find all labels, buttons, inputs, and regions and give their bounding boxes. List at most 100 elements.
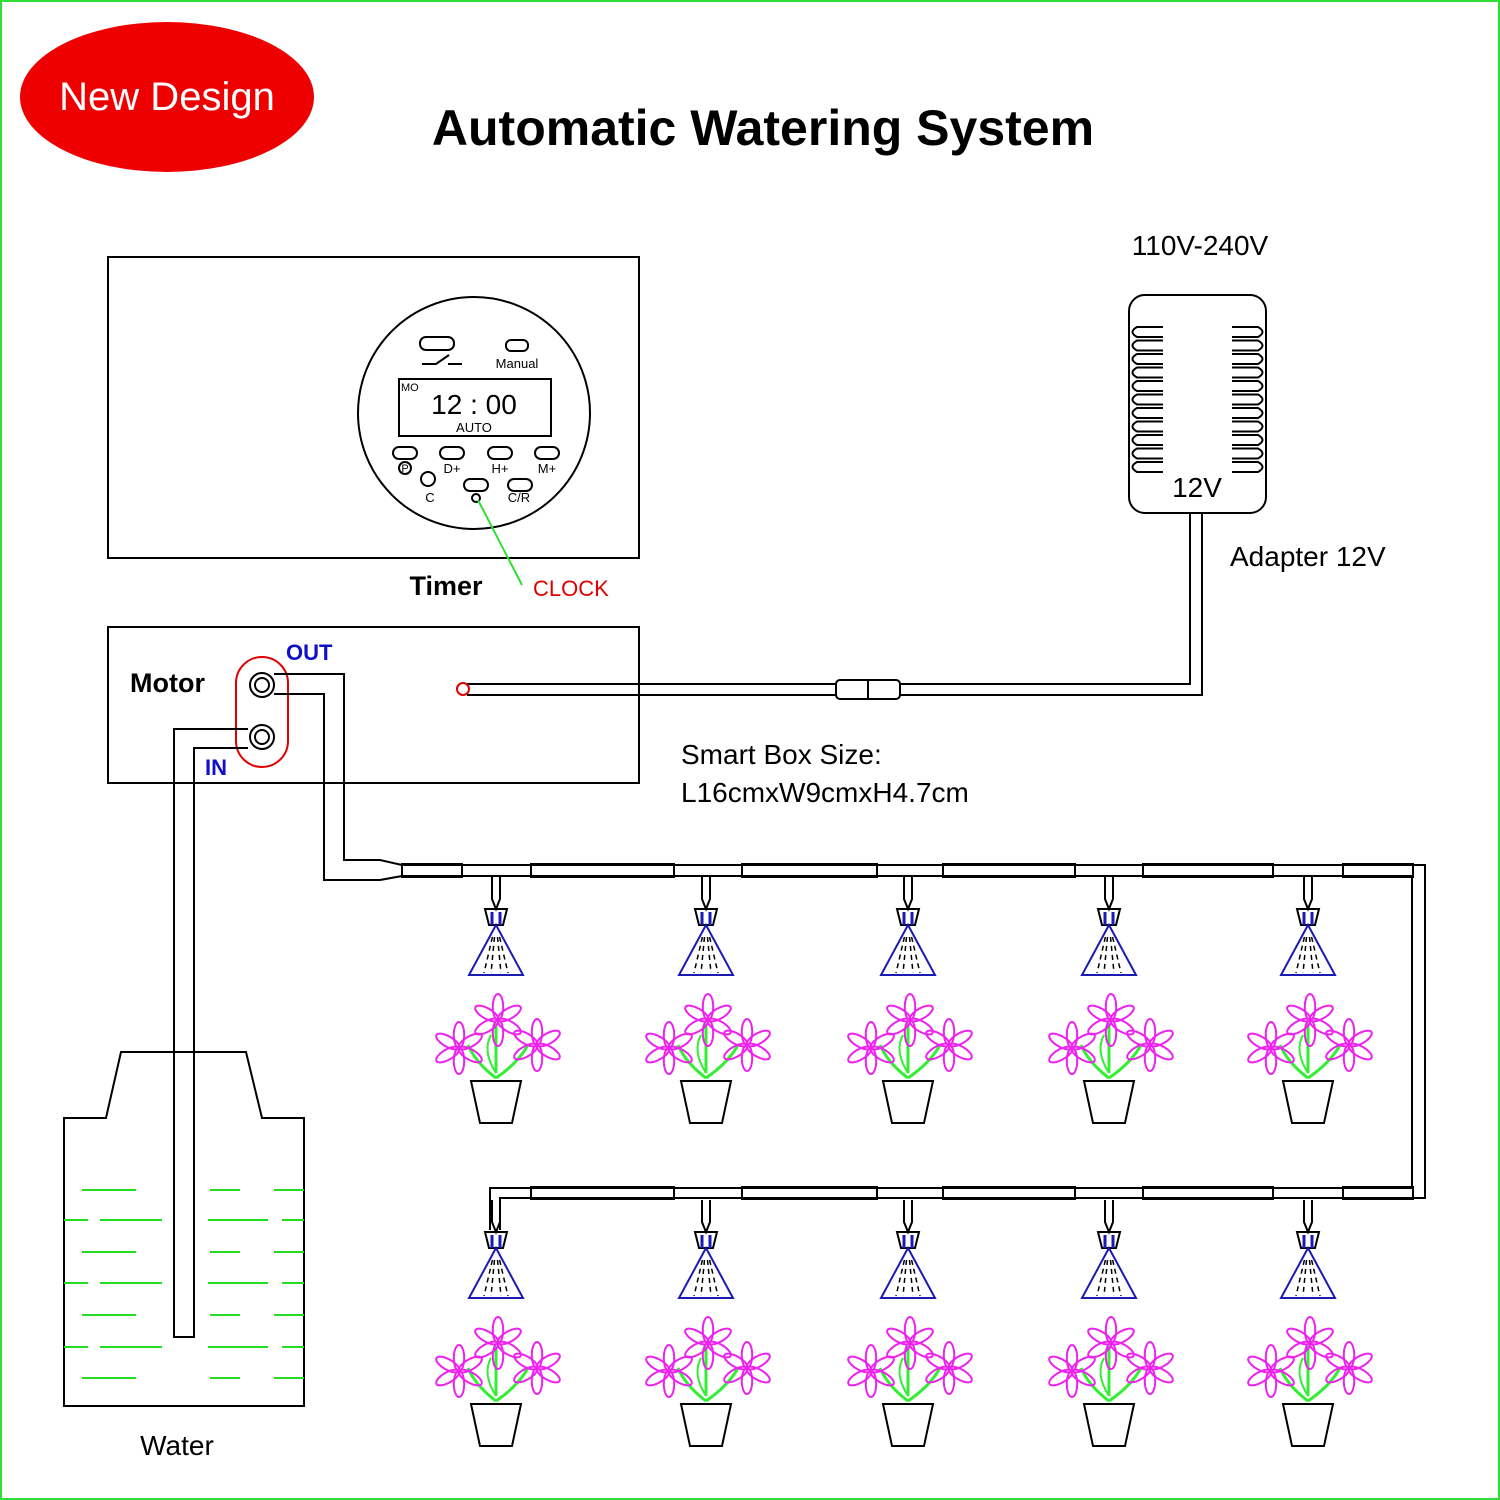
dripper-cup <box>895 908 921 926</box>
water-level-lines <box>64 1189 304 1379</box>
lcd-mode: AUTO <box>456 420 492 435</box>
adapter-fin <box>1131 380 1163 392</box>
adapter-fin <box>1232 447 1264 460</box>
tube-sleeve <box>1142 863 1274 878</box>
manual-button[interactable] <box>505 339 529 352</box>
adapter-fin <box>1232 393 1264 406</box>
spray-cone <box>467 1245 525 1299</box>
tubing <box>173 673 1426 1338</box>
plant-station <box>847 1200 973 1447</box>
minute-plus-button[interactable] <box>534 446 560 460</box>
badge-ellipse <box>20 22 314 172</box>
flower-icon <box>645 1344 693 1398</box>
tube-sleeve <box>401 863 463 878</box>
spray-cone <box>1279 922 1337 976</box>
flower-icon <box>474 993 522 1047</box>
hour-plus-button[interactable] <box>487 446 513 460</box>
box-size-line2: L16cmxW9cmxH4.7cm <box>681 777 969 808</box>
cancel-recall-label: C/R <box>508 490 530 505</box>
motor-power-cable <box>467 683 836 696</box>
flower-icon <box>513 1341 561 1395</box>
plant-station <box>1247 1200 1373 1447</box>
flower-pot <box>679 1080 733 1124</box>
spray-cone <box>879 1245 937 1299</box>
dripper-cup <box>1096 1231 1122 1249</box>
motor-unit: Motor OUT IN <box>107 626 640 784</box>
flower-icon <box>886 1316 934 1370</box>
flower-icon <box>1048 1021 1096 1075</box>
adapter-body <box>1128 294 1267 514</box>
tube-sleeve <box>942 863 1076 878</box>
flower-icon <box>1247 1021 1295 1075</box>
cancel-recall-button[interactable] <box>507 478 533 492</box>
out-port <box>249 672 275 698</box>
spray-cone <box>1279 1245 1337 1299</box>
tube-sleeve <box>530 1186 675 1200</box>
adapter-fin <box>1232 420 1264 433</box>
flower-icon <box>1286 1316 1334 1370</box>
box-size-line1: Smart Box Size: <box>681 739 882 770</box>
input-voltage-label: 110V-240V <box>1132 230 1269 261</box>
flower-icon <box>513 1018 561 1072</box>
motor-box <box>107 626 640 784</box>
page-title: Automatic Watering System <box>432 100 1094 156</box>
output-voltage-label: 12V <box>1172 472 1222 503</box>
drip-stake <box>701 1200 711 1235</box>
flower-pot <box>1082 1080 1136 1124</box>
manual-label: Manual <box>496 356 539 371</box>
flower-icon <box>435 1344 483 1398</box>
plant-station <box>1048 877 1174 1124</box>
flower-icon <box>925 1018 973 1072</box>
timer-dial <box>357 296 591 530</box>
adapter-fin <box>1131 339 1163 352</box>
flower-icon <box>435 1021 483 1075</box>
tube-sleeve <box>741 863 878 878</box>
flower-icon <box>925 1341 973 1395</box>
adapter-fin <box>1131 366 1163 379</box>
flower-icon <box>684 993 732 1047</box>
spray-cone <box>677 922 735 976</box>
plant-station <box>645 1200 771 1447</box>
switch-button[interactable] <box>419 336 455 351</box>
spray-cone <box>1080 922 1138 976</box>
flower-pot <box>1281 1080 1335 1124</box>
dripper-cup <box>1096 908 1122 926</box>
flower-icon <box>723 1341 771 1395</box>
dripper-cup <box>895 1231 921 1249</box>
spray-cone <box>677 1245 735 1299</box>
clear-button[interactable] <box>420 471 436 487</box>
program-button[interactable] <box>392 446 418 460</box>
tube-sleeve <box>1342 1186 1414 1200</box>
power-adapter: 110V-240V 12V Adapter 12V <box>456 230 1386 700</box>
in-label: IN <box>205 755 227 780</box>
in-port <box>249 724 275 750</box>
clock-button[interactable] <box>463 478 489 492</box>
adapter-label: Adapter 12V <box>1230 541 1386 572</box>
plant-station <box>1247 877 1373 1124</box>
adapter-fin <box>1131 353 1163 365</box>
flower-pot <box>881 1080 935 1124</box>
spray-cone <box>1080 1245 1138 1299</box>
flower-icon <box>847 1344 895 1398</box>
day-plus-button[interactable] <box>439 446 465 460</box>
drip-stake <box>1303 1200 1313 1235</box>
dripper-cup <box>1295 1231 1321 1249</box>
flower-icon <box>723 1018 771 1072</box>
drip-stake <box>1104 877 1114 912</box>
clock-icon <box>471 493 481 503</box>
timer-box <box>107 256 640 559</box>
hour-plus-label: H+ <box>492 461 509 476</box>
adapter-fin <box>1232 461 1264 473</box>
port-highlight <box>235 656 289 768</box>
adapter-fin <box>1232 366 1264 379</box>
inlet-tube <box>173 728 248 1338</box>
dripper-cup <box>483 908 509 926</box>
adapter-fin <box>1232 407 1264 419</box>
flower-icon <box>847 1021 895 1075</box>
out-label: OUT <box>286 640 333 665</box>
lcd-day: MO <box>401 382 419 394</box>
plant-station <box>847 877 973 1124</box>
plant-station <box>435 1200 561 1447</box>
flower-pot <box>469 1080 523 1124</box>
